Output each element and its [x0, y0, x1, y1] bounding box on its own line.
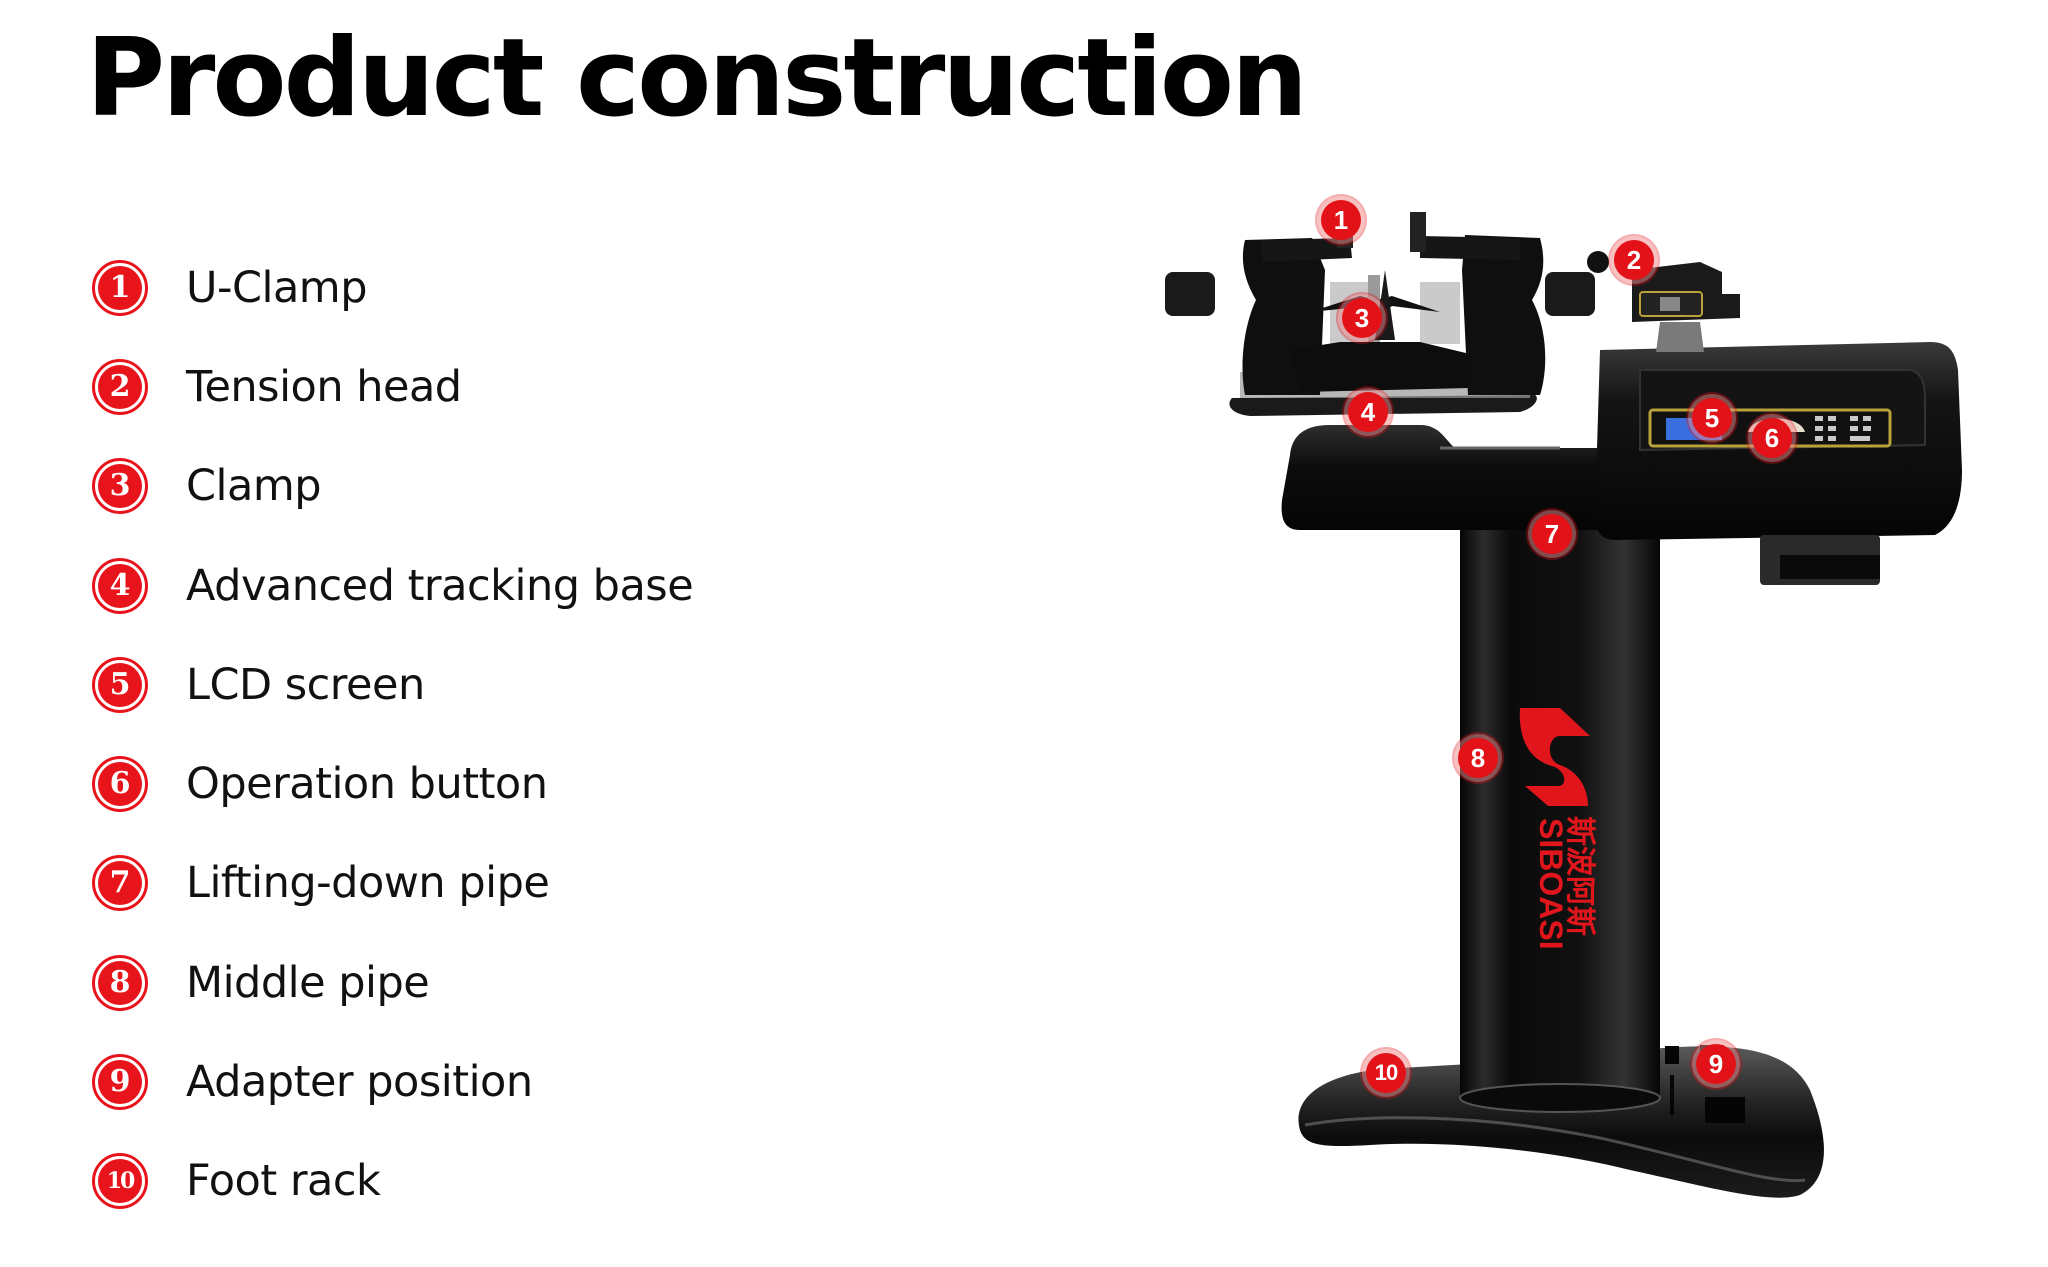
number-badge-icon: 6 — [92, 756, 148, 813]
marker-7-icon[interactable]: 7 — [1532, 514, 1572, 554]
svg-text:SIBOASI: SIBOASI — [1533, 818, 1569, 950]
number-badge-icon: 4 — [92, 557, 148, 614]
marker-8-icon[interactable]: 8 — [1458, 738, 1498, 778]
part-label: Adapter position — [186, 1057, 533, 1108]
number-badge-icon: 3 — [92, 458, 148, 515]
page-title: Product construction — [86, 16, 1308, 141]
marker-4-icon[interactable]: 4 — [1348, 392, 1388, 432]
part-label: Operation button — [186, 759, 548, 810]
part-label: Middle pipe — [186, 957, 430, 1008]
marker-2-icon[interactable]: 2 — [1614, 240, 1654, 280]
part-item-clamp: 3 Clamp — [92, 437, 693, 536]
parts-list: 1 U-Clamp 2 Tension head 3 Clamp 4 Advan… — [92, 238, 694, 1231]
part-item-tracking-base: 4 Advanced tracking base — [92, 536, 694, 635]
part-item-u-clamp: 1 U-Clamp — [92, 238, 693, 337]
part-label: LCD screen — [186, 659, 425, 710]
part-label: U-Clamp — [186, 262, 368, 313]
number-badge-icon: 5 — [92, 656, 148, 713]
marker-5-icon[interactable]: 5 — [1692, 398, 1732, 438]
part-item-foot-rack: 10 Foot rack — [92, 1132, 693, 1231]
machine-arm — [1281, 425, 1610, 530]
svg-text:斯波阿斯: 斯波阿斯 — [1562, 816, 1597, 936]
part-item-lcd-screen: 5 LCD screen — [92, 635, 693, 734]
marker-9-icon[interactable]: 9 — [1696, 1044, 1736, 1084]
number-badge-icon: 9 — [92, 1054, 148, 1111]
number-badge-icon: 7 — [92, 855, 148, 912]
machine-body — [1595, 342, 1962, 585]
number-badge-icon: 8 — [92, 954, 148, 1011]
marker-1-icon[interactable]: 1 — [1321, 200, 1361, 240]
marker-6-icon[interactable]: 6 — [1752, 418, 1792, 458]
marker-3-icon[interactable]: 3 — [1342, 298, 1382, 338]
brand-logo: SIBOASI 斯波阿斯 — [1519, 708, 1597, 950]
part-item-lifting-down-pipe: 7 Lifting-down pipe — [92, 834, 693, 933]
number-badge-icon: 10 — [92, 1153, 148, 1210]
part-item-adapter-position: 9 Adapter position — [92, 1032, 693, 1131]
number-badge-icon: 2 — [92, 358, 148, 415]
part-item-middle-pipe: 8 Middle pipe — [92, 933, 693, 1032]
middle-pipe — [1459, 520, 1661, 1113]
number-badge-icon: 1 — [92, 259, 148, 316]
part-label: Tension head — [186, 361, 462, 412]
tension-head — [1587, 251, 1740, 352]
part-label: Advanced tracking base — [186, 560, 694, 611]
part-label: Foot rack — [186, 1156, 381, 1207]
marker-10-icon[interactable]: 10 — [1366, 1053, 1406, 1093]
part-item-operation-button: 6 Operation button — [92, 734, 693, 833]
part-label: Clamp — [186, 461, 322, 512]
part-item-tension-head: 2 Tension head — [92, 337, 693, 436]
part-label: Lifting-down pipe — [186, 858, 550, 909]
